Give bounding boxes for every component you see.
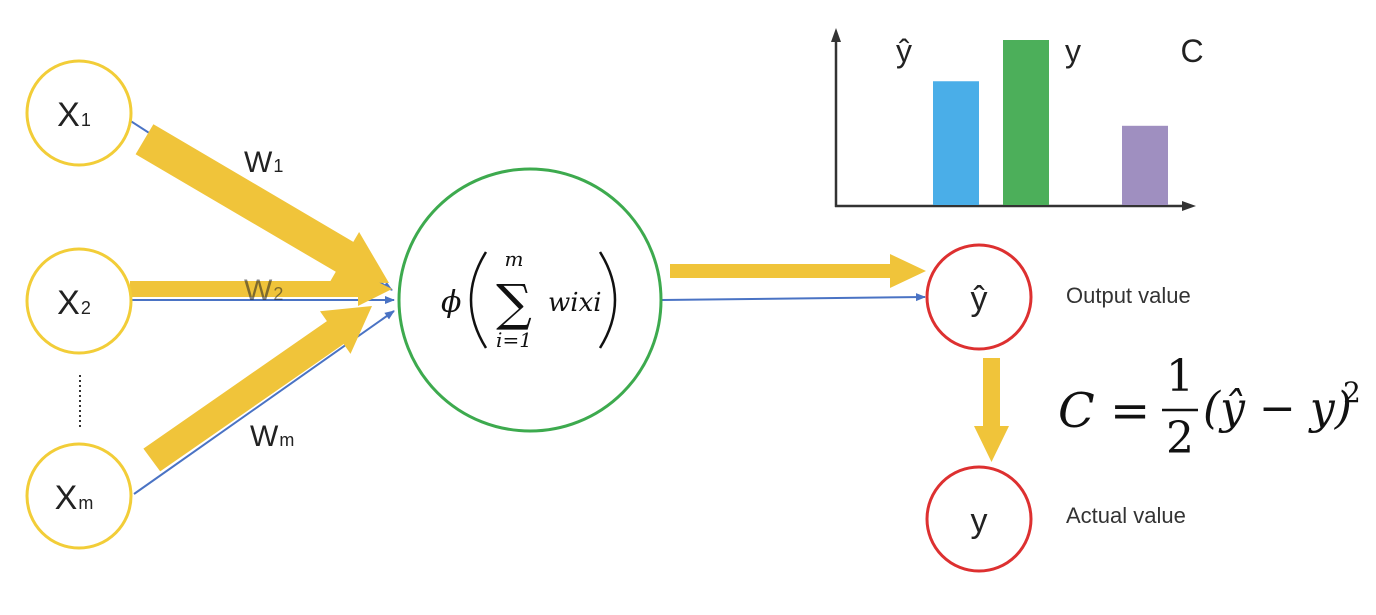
output-line [661,293,926,302]
input-node-x2: X2 [25,247,133,355]
chart-bar-3 [1122,125,1168,205]
chart-bar-1 [933,81,979,205]
chart-category-label-1: ŷ [896,33,912,69]
weight-label-wm: Wm [250,420,294,453]
weight-label-w1: W1 [244,146,283,179]
input-node-xm: Xm [25,442,133,550]
formula-rhs: (ŷ − y) [1203,383,1352,434]
yhat-label: ŷ [971,280,988,318]
chart-category-label-2: y [1065,33,1081,69]
formula-lhs: C = [1058,383,1150,439]
signal-arrows [130,124,1009,472]
output-node-y: y [925,465,1033,573]
chart-category-label-3: C [1180,33,1203,69]
x1-label: X1 [57,96,91,134]
actual-value-label: Actual value [1066,503,1186,528]
cost-formula: C = 1 2 (ŷ − y) 2 [1058,351,1361,464]
activation-phi: ϕ [441,285,461,320]
output-node-yhat: ŷ [925,243,1033,351]
chart-y-axis-arrow [831,28,841,42]
output-value-label: Output value [1066,283,1191,308]
signal-arrow-x2 [130,272,392,306]
sum-term: wixi [548,288,602,318]
sum-upper-limit: m [505,247,524,271]
sum-lower-limit: i=1 [496,328,532,352]
xm-label: Xm [55,479,94,517]
neuron-node: ϕ m ∑ i=1 wixi [397,167,663,433]
input-node-x1: X1 [25,59,133,167]
signal-arrow-xm [143,306,372,472]
y-label: y [971,502,988,540]
left-paren [469,251,488,349]
signal-arrow-x1 [135,124,389,283]
formula-denominator: 2 [1166,413,1194,464]
formula-numerator: 1 [1166,351,1194,402]
formula-exponent: 2 [1343,376,1361,409]
weight-label-w2: W2 [244,274,283,307]
signal-arrow-output [670,254,926,288]
chart-bar-2 [1003,40,1049,205]
x2-label: X2 [57,284,91,322]
sum-symbol: ∑ [496,274,532,332]
right-paren [598,251,617,349]
chart-x-axis-arrow [1182,201,1196,211]
signal-arrow-down [974,358,1009,462]
